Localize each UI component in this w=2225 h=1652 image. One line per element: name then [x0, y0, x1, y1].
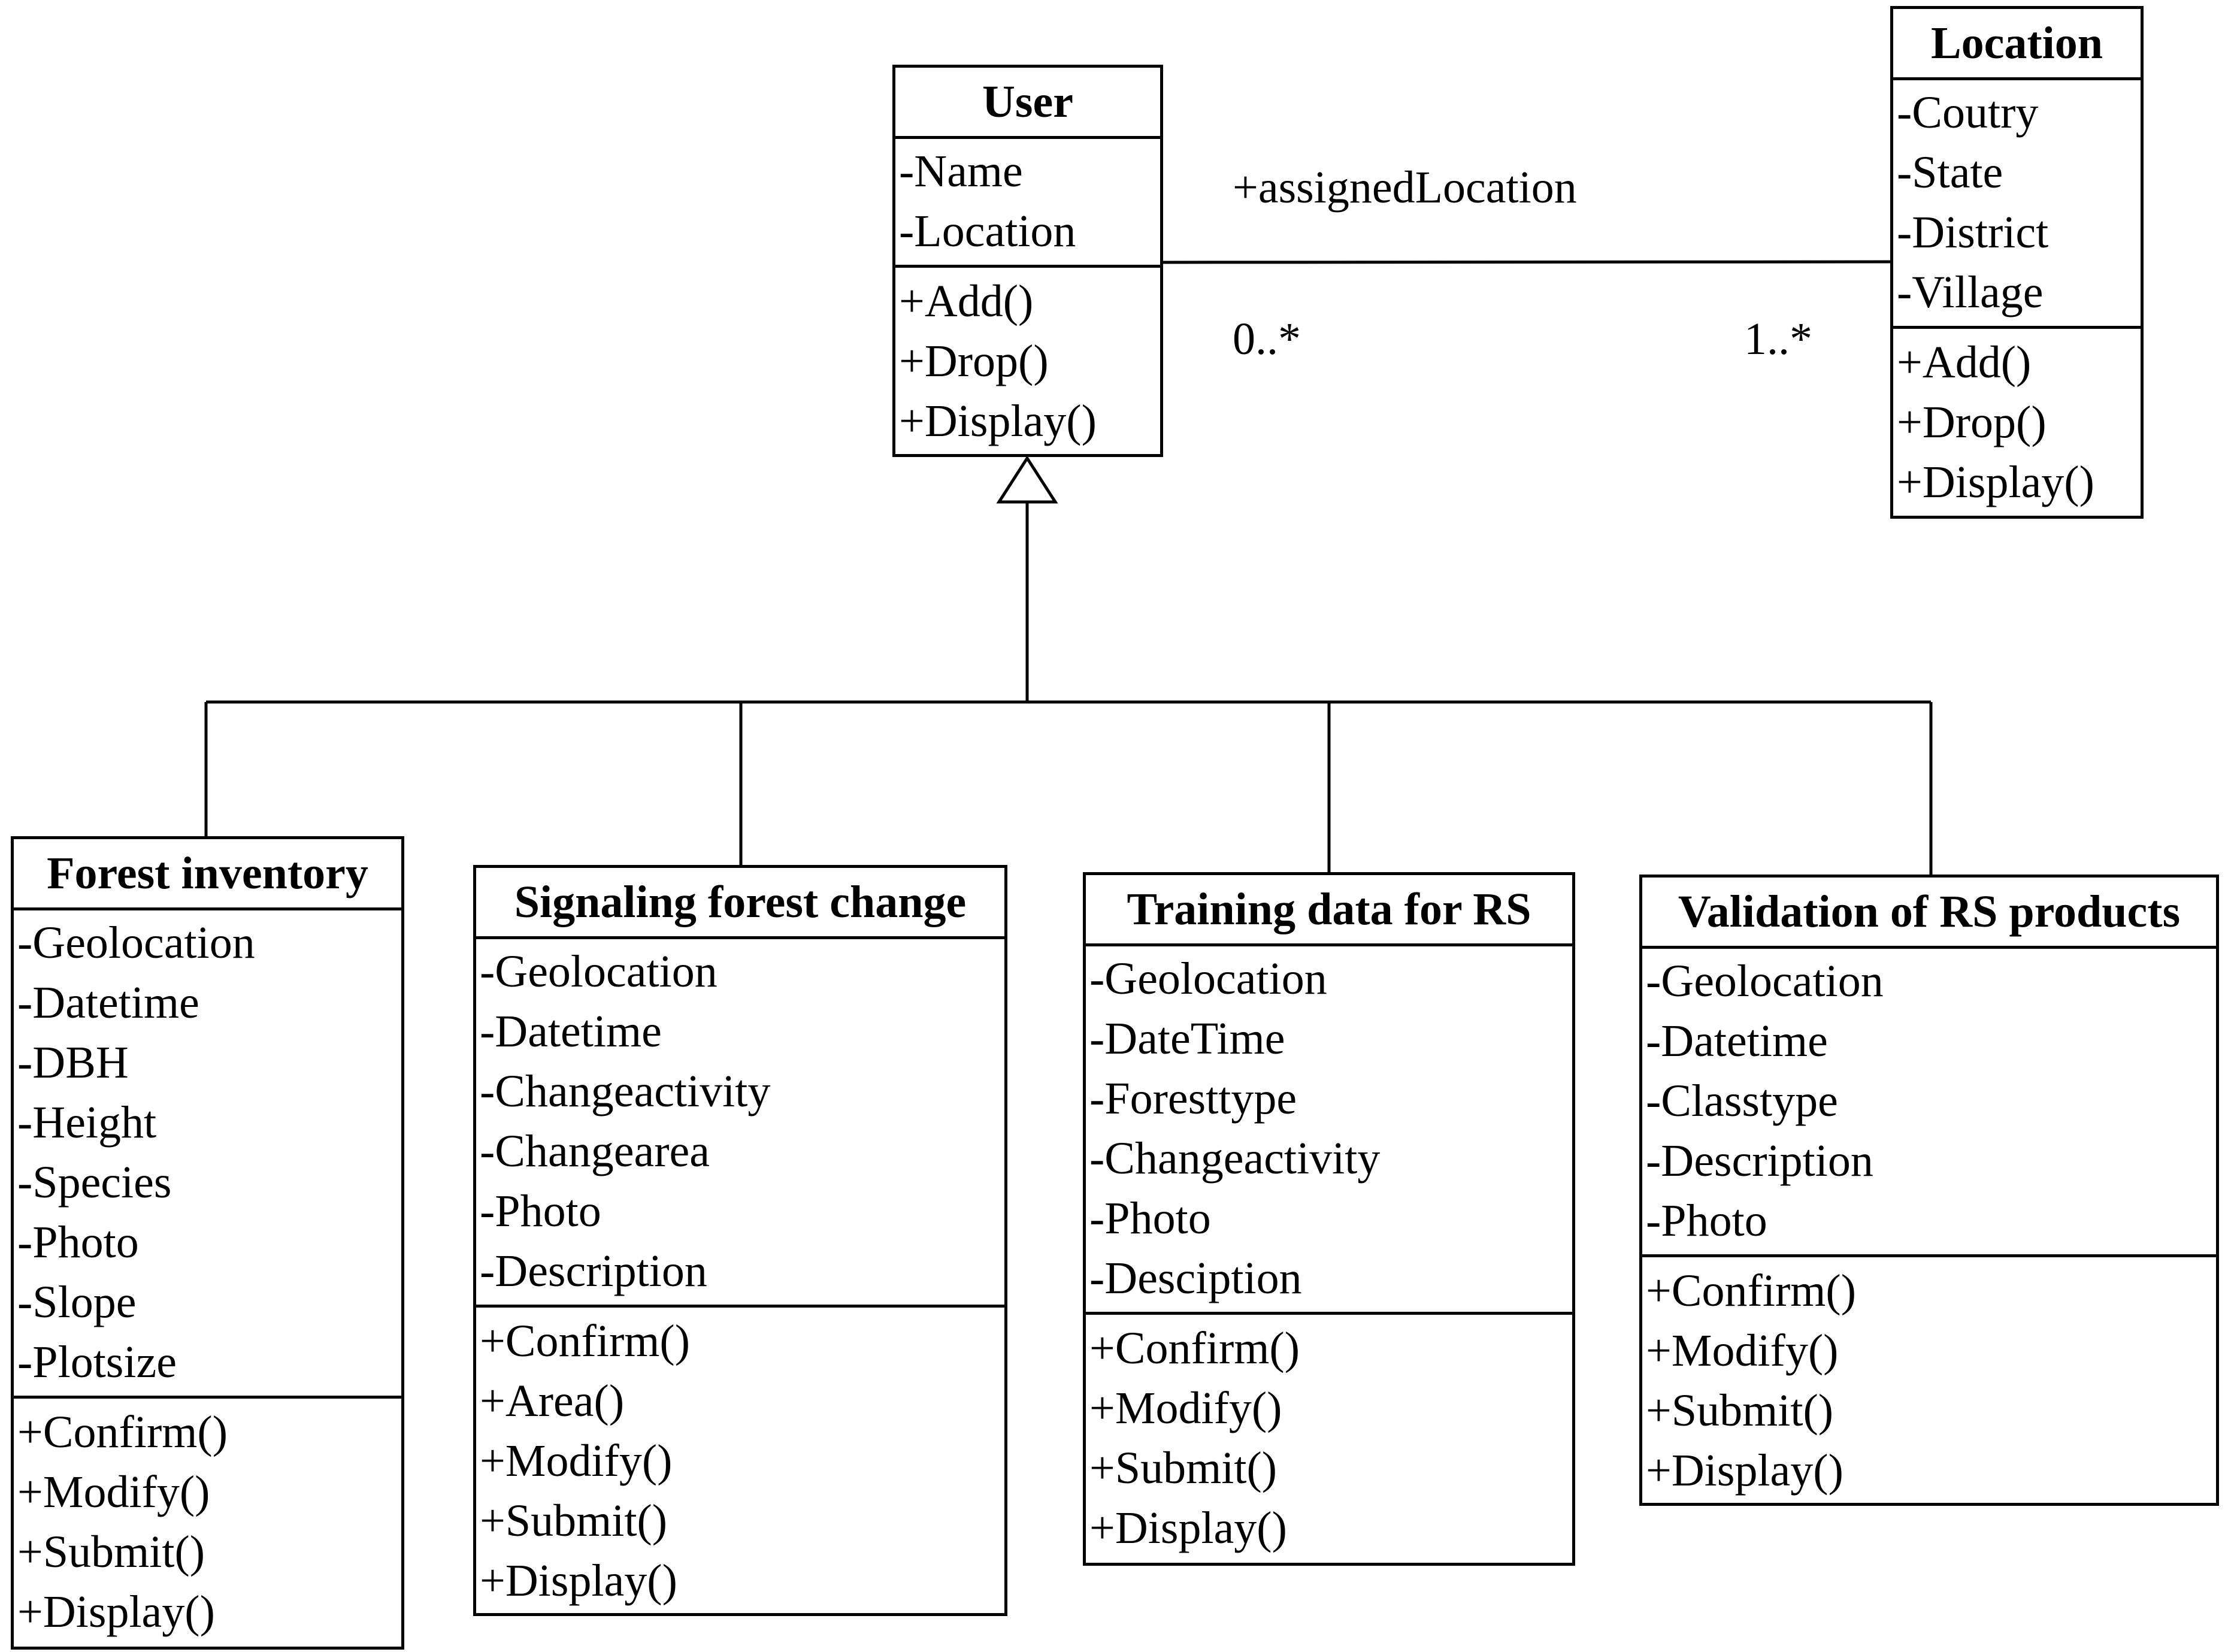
attribute: -Name	[899, 146, 1023, 196]
attribute: -DateTime	[1089, 1013, 1285, 1064]
user-multiplicity-label: 0..*	[1233, 314, 1301, 364]
class-name: Forest inventory	[14, 839, 401, 910]
user-class-box[interactable]: User -Name -Location +Add() +Drop() +Dis…	[892, 65, 1163, 457]
validation-rs-products-class-box[interactable]: Validation of RS products -Geolocation -…	[1639, 875, 2219, 1506]
attribute: -Coutry	[1897, 87, 2039, 138]
attribute: -Geolocation	[1089, 954, 1327, 1004]
attribute: -Species	[17, 1157, 172, 1208]
attribute: -Slope	[17, 1277, 137, 1327]
attribute: -Classtype	[1646, 1076, 1838, 1126]
inheritance-triangle	[996, 455, 1058, 504]
operation: +Drop()	[1897, 397, 2047, 447]
attribute: -Photo	[17, 1217, 139, 1267]
signaling-forest-change-class-box[interactable]: Signaling forest change -Geolocation -Da…	[473, 865, 1007, 1616]
attribute: -Changearea	[480, 1126, 710, 1176]
attribute-list: -Coutry -State -District -Village	[1893, 80, 2141, 326]
operation: +Confirm()	[1646, 1266, 1857, 1316]
operation: +Submit()	[1646, 1385, 1834, 1436]
attribute: -District	[1897, 207, 2049, 258]
attribute: -Location	[899, 206, 1076, 256]
operation: +Modify()	[1646, 1326, 1839, 1376]
attribute: -Description	[1646, 1136, 1873, 1186]
operation: +Confirm()	[17, 1407, 228, 1457]
operation-list: +Confirm() +Modify() +Submit() +Display(…	[1086, 1312, 1572, 1558]
class-name: User	[895, 68, 1160, 139]
operation-list: +Confirm() +Area() +Modify() +Submit() +…	[476, 1305, 1004, 1611]
attribute: -Datetime	[480, 1006, 662, 1057]
attribute: -Village	[1897, 267, 2044, 317]
attribute: -Datetime	[17, 978, 199, 1028]
attribute: -Plotsize	[17, 1337, 177, 1387]
operation: +Display()	[1897, 457, 2094, 507]
attribute: -Geolocation	[480, 946, 718, 997]
operation-list: +Add() +Drop() +Display()	[895, 265, 1160, 451]
operation-list: +Confirm() +Modify() +Submit() +Display(…	[1642, 1254, 2216, 1500]
class-name: Signaling forest change	[476, 868, 1004, 939]
attribute: -Description	[480, 1246, 707, 1296]
operation: +Modify()	[17, 1467, 210, 1517]
operation: +Area()	[480, 1376, 625, 1426]
operation: +Modify()	[1089, 1383, 1282, 1433]
operation-list: +Add() +Drop() +Display()	[1893, 326, 2141, 512]
attribute: -Photo	[480, 1186, 601, 1236]
attribute-list: -Name -Location	[895, 139, 1160, 265]
operation: +Drop()	[899, 336, 1049, 386]
forest-inventory-class-box[interactable]: Forest inventory -Geolocation -Datetime …	[11, 836, 404, 1650]
attribute: -Datetime	[1646, 1016, 1828, 1066]
operation: +Display()	[899, 396, 1097, 446]
operation: +Add()	[899, 276, 1034, 326]
class-name: Validation of RS products	[1642, 878, 2216, 949]
operation: +Confirm()	[480, 1316, 691, 1366]
class-name: Training data for RS	[1086, 875, 1572, 946]
attribute: -Geolocation	[17, 918, 255, 968]
operation: +Modify()	[480, 1436, 673, 1486]
attribute: -State	[1897, 147, 2003, 198]
operation-list: +Confirm() +Modify() +Submit() +Display(…	[14, 1396, 401, 1642]
operation: +Display()	[1089, 1503, 1287, 1553]
operation: +Submit()	[480, 1496, 668, 1546]
attribute: -Height	[17, 1097, 157, 1148]
location-class-box[interactable]: Location -Coutry -State -District -Villa…	[1890, 6, 2144, 519]
training-data-class-box[interactable]: Training data for RS -Geolocation -DateT…	[1083, 872, 1575, 1566]
operation: +Submit()	[17, 1527, 205, 1577]
attribute: -Foresttype	[1089, 1073, 1297, 1124]
operation: +Display()	[1646, 1445, 1843, 1496]
attribute: -Changeactivity	[480, 1066, 771, 1117]
attribute: -Geolocation	[1646, 956, 1884, 1006]
attribute: -DBH	[17, 1037, 129, 1088]
operation: +Add()	[1897, 337, 2032, 388]
association-role-label: +assignedLocation	[1233, 162, 1577, 213]
class-name: Location	[1893, 9, 2141, 80]
operation: +Submit()	[1089, 1443, 1278, 1493]
attribute: -Desciption	[1089, 1253, 1302, 1303]
attribute-list: -Geolocation -Datetime -DBH -Height -Spe…	[14, 910, 401, 1396]
attribute: -Changeactivity	[1089, 1133, 1381, 1184]
operation: +Display()	[480, 1556, 677, 1606]
attribute-list: -Geolocation -Datetime -Changeactivity -…	[476, 939, 1004, 1305]
attribute: -Photo	[1089, 1193, 1211, 1243]
attribute-list: -Geolocation -DateTime -Foresttype -Chan…	[1086, 946, 1572, 1312]
attribute: -Photo	[1646, 1196, 1767, 1246]
operation: +Display()	[17, 1587, 215, 1637]
attribute-list: -Geolocation -Datetime -Classtype -Descr…	[1642, 949, 2216, 1254]
operation: +Confirm()	[1089, 1323, 1300, 1373]
location-multiplicity-label: 1..*	[1744, 314, 1812, 364]
